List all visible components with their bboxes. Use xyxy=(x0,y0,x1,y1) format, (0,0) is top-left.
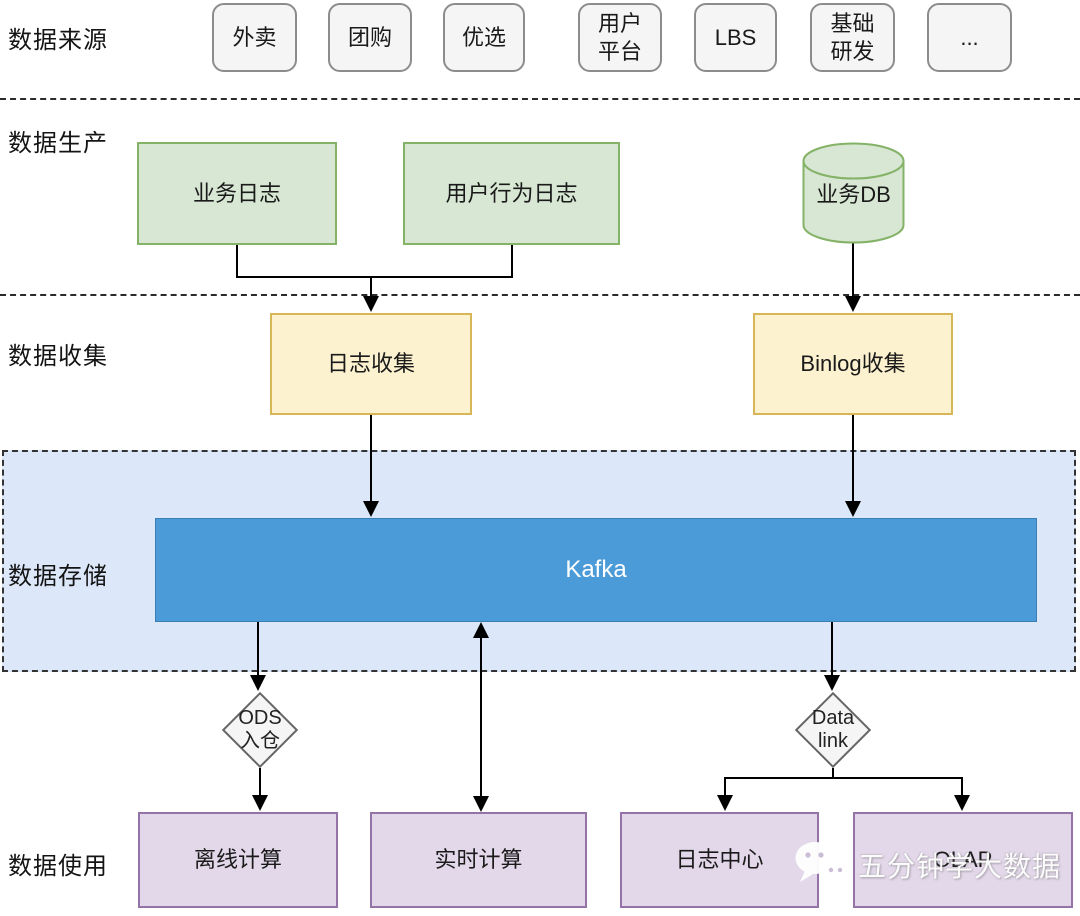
node-business-log: 业务日志 xyxy=(137,142,337,245)
kafka-label: Kafka xyxy=(565,556,627,583)
node-business-db: 业务DB xyxy=(802,141,905,244)
separator-production-collection xyxy=(0,294,1080,296)
source-node-more: ... xyxy=(927,3,1012,72)
node-user-behavior-log: 用户行为日志 xyxy=(403,142,620,245)
node-binlog-collect: Binlog收集 xyxy=(753,313,953,415)
source-node-infra-rd: 基础 研发 xyxy=(810,3,895,72)
source-node-lbs: LBS xyxy=(694,3,777,72)
row-label-data-sources: 数据来源 xyxy=(8,27,108,54)
node-kafka: Kafka xyxy=(155,518,1037,622)
gateway-ods-warehouse: ODS 入仓 xyxy=(221,691,299,769)
row-label-data-storage: 数据存储 xyxy=(8,563,108,590)
row-label-data-production: 数据生产 xyxy=(8,130,108,157)
gateway-data-link: Data link xyxy=(794,691,872,769)
wechat-icon xyxy=(795,842,850,890)
node-log-center: 日志中心 xyxy=(620,812,819,908)
node-log-collect: 日志收集 xyxy=(270,313,472,415)
database-cylinder-icon xyxy=(802,142,905,244)
row-label-data-usage: 数据使用 xyxy=(8,853,108,880)
arrowhead-offline xyxy=(252,795,268,811)
node-realtime-compute: 实时计算 xyxy=(370,812,587,908)
separator-sources-production xyxy=(0,98,1080,100)
node-olap: OLAP xyxy=(853,812,1073,908)
arrowhead-olap xyxy=(954,795,970,811)
arrowhead-ods xyxy=(250,675,266,691)
source-node-youxuan: 优选 xyxy=(443,3,525,72)
arrowhead-binlog xyxy=(845,296,861,312)
arrowhead-logcollect xyxy=(363,296,379,312)
arrowhead-datalink xyxy=(824,675,840,691)
watermark-text: 五分钟学大数据 xyxy=(858,851,1062,882)
arrowhead-logcenter xyxy=(717,795,733,811)
source-node-tuangou: 团购 xyxy=(328,3,412,72)
source-node-waimai: 外卖 xyxy=(212,3,297,72)
data-link-label: Data link xyxy=(811,707,855,752)
business-db-label: 业务DB xyxy=(816,182,891,207)
watermark: 五分钟学大数据 xyxy=(794,840,1061,890)
ods-label: ODS 入仓 xyxy=(238,707,282,752)
arrowhead-down-realtime xyxy=(473,796,489,812)
node-offline-compute: 离线计算 xyxy=(138,812,338,908)
source-node-user-platform: 用户 平台 xyxy=(578,3,662,72)
row-label-data-collection: 数据收集 xyxy=(8,343,108,370)
